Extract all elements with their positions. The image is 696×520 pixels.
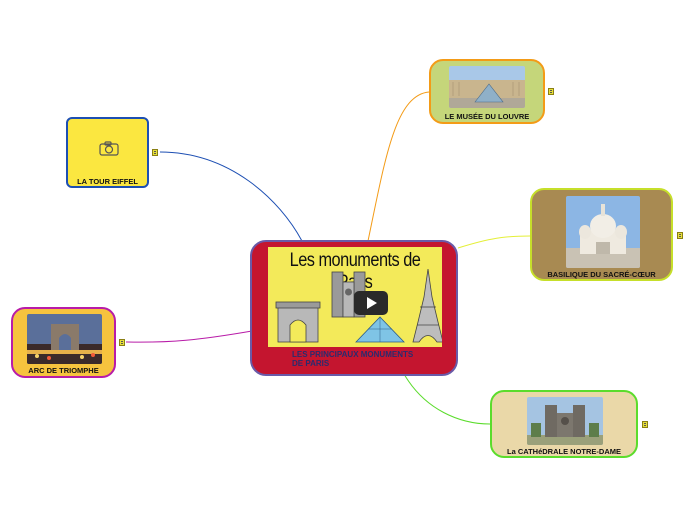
topic-tour-eiffel[interactable]: LA TOUR EIFFEL bbox=[66, 117, 149, 188]
eiffel-drawing bbox=[412, 268, 442, 343]
link-notre bbox=[403, 373, 491, 425]
topic-arc-de-triomphe[interactable]: ARC DE TRIOMPHE bbox=[11, 307, 116, 378]
topic-label: ARC DE TRIOMPHE bbox=[28, 366, 99, 375]
arc-drawing bbox=[275, 301, 321, 343]
central-topic[interactable]: Les monuments de Paris bbox=[250, 240, 458, 376]
topic-cathedrale-notre-dame[interactable]: La CATHéDRALE NOTRE-DAME bbox=[490, 390, 638, 458]
monuments-illustration bbox=[275, 268, 442, 343]
play-button-icon[interactable] bbox=[354, 291, 388, 315]
link-eiffel bbox=[159, 151, 303, 242]
camera-icon bbox=[99, 141, 119, 156]
topic-basilique-sacre-coeur[interactable]: BASILIQUE DU SACRÉ-CŒUR bbox=[530, 188, 673, 281]
note-icon[interactable] bbox=[642, 421, 648, 428]
central-topic-label: LES PRINCIPAUX MONUMENTS DE PARIS bbox=[292, 350, 414, 368]
link-arc bbox=[125, 330, 253, 343]
pyramid-drawing bbox=[355, 316, 405, 343]
note-icon[interactable] bbox=[677, 232, 683, 239]
topic-label: LE MUSÉE DU LOUVRE bbox=[444, 112, 530, 121]
topic-musee-du-louvre[interactable]: LE MUSÉE DU LOUVRE bbox=[429, 59, 545, 124]
sacre-coeur-photo bbox=[566, 196, 640, 268]
note-icon[interactable] bbox=[119, 339, 125, 346]
central-poster-image: Les monuments de Paris bbox=[268, 247, 442, 347]
link-sacre bbox=[457, 235, 531, 249]
topic-label: La CATHéDRALE NOTRE-DAME bbox=[506, 447, 622, 456]
note-icon[interactable] bbox=[548, 88, 554, 95]
topic-label: LA TOUR EIFFEL bbox=[77, 177, 138, 186]
arc-de-triomphe-photo bbox=[27, 314, 102, 364]
topic-label: BASILIQUE DU SACRÉ-CŒUR bbox=[547, 270, 656, 279]
note-icon[interactable] bbox=[152, 149, 158, 156]
louvre-photo bbox=[449, 66, 525, 108]
notre-dame-photo bbox=[527, 397, 603, 445]
link-louvre bbox=[367, 91, 430, 242]
